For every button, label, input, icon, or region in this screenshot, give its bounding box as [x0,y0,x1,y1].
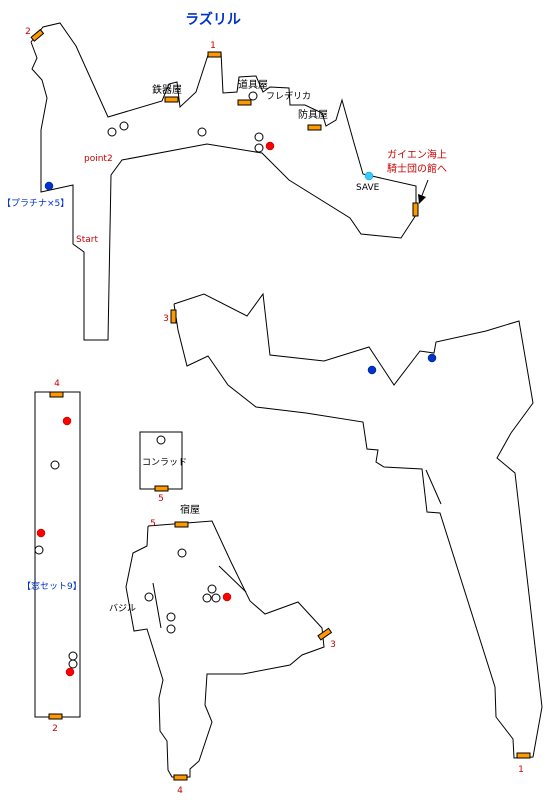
red-marker [65,667,75,677]
npc-marker [207,584,217,594]
weapon-shop-door[interactable] [164,96,179,103]
blue-treasure-markers [44,181,437,375]
npc-marker [177,548,187,558]
map-walls [30,22,543,778]
blue-marker [367,365,377,375]
exit-number-3-inn: 3 [330,640,336,650]
save-label: SAVE [356,183,380,193]
exit-door-4-inn[interactable] [173,774,188,781]
exit-door-2-top[interactable] [30,28,45,42]
basil-counter-line [152,582,162,629]
npc-marker [34,545,44,555]
npc-marker [211,593,221,603]
knights-label-2: 騎士団の館へ [387,162,447,175]
npc-marker [202,593,212,603]
window-set-label: 【窓セット9】 [22,580,82,592]
inn-area-inner-line [218,565,247,593]
exit-door-5-inn[interactable] [174,521,189,528]
red-treasure-markers [36,141,275,677]
exit-number-2-top: 2 [25,27,31,37]
npc-marker [68,659,78,669]
blue-marker [427,353,437,363]
item-shop-label: 道具屋 [238,78,268,91]
exit-door-1-bottom[interactable] [516,752,531,759]
item-shop-door[interactable] [237,99,252,106]
npc-marker [166,612,176,622]
exit-number-4-inn: 4 [177,786,183,796]
exit-doors [30,28,531,781]
inn-label: 宿屋 [180,503,200,516]
knights-arrow-icon [418,179,429,204]
exit-number-2-bottom: 2 [52,724,58,734]
exit-numbers: 2 1 3 1 4 2 5 5 3 4 [25,27,524,796]
npc-marker [156,435,166,445]
inn-area-wall [125,520,325,778]
exit-door-2-bottom[interactable] [48,713,63,720]
platinum-label: 【プラチナ×5】 [2,198,69,209]
start-label: Start [76,235,98,245]
weapon-shop-label: 鉄器屋 [152,83,182,96]
exit-number-5-room: 5 [158,494,164,504]
exit-number-1-bottom: 1 [518,765,524,775]
exit-door-1-top[interactable] [207,51,222,58]
exit-door-4[interactable] [49,391,64,398]
exit-number-3: 3 [163,314,169,324]
point2-label: point2 [84,154,113,164]
exit-door-3-inn[interactable] [317,627,333,641]
armor-shop-door[interactable] [307,124,322,131]
npc-marker [254,132,264,142]
basil-label: バジル [109,603,136,614]
top-area-wall [30,22,417,341]
npc-marker [119,121,129,131]
frederika-label: フレデリカ [266,90,311,102]
east-area-wall [173,292,543,759]
knights-exit-door[interactable] [412,202,419,217]
npc-marker [248,91,258,101]
conrad-label: コンラッド [142,457,187,468]
exit-number-4: 4 [54,379,60,389]
armor-shop-label: 防具屋 [298,108,328,121]
place-labels: 鉄器屋 道具屋 フレデリカ 防具屋 point2 SAVE ガイエン海上 騎士団… [2,78,447,614]
npc-marker [107,127,117,137]
blue-marker [44,181,54,191]
npc-marker [144,592,154,602]
npc-marker [166,624,176,634]
exit-door-3[interactable] [170,309,177,324]
save-point-marker[interactable] [364,171,374,181]
exit-door-5-room[interactable] [154,485,169,492]
exit-number-5-inn: 5 [150,519,156,529]
red-marker [265,141,275,151]
east-area-inner-line [425,469,442,505]
red-marker [36,528,46,538]
knights-label-1: ガイエン海上 [387,148,447,161]
exit-number-1-top: 1 [210,41,216,51]
red-marker [62,416,72,426]
npc-marker [197,127,207,137]
red-marker [222,592,232,602]
map-title: ラズリル [185,11,241,28]
npc-marker [254,143,264,153]
npc-markers [34,91,264,669]
npc-marker [68,651,78,661]
npc-marker [50,460,60,470]
